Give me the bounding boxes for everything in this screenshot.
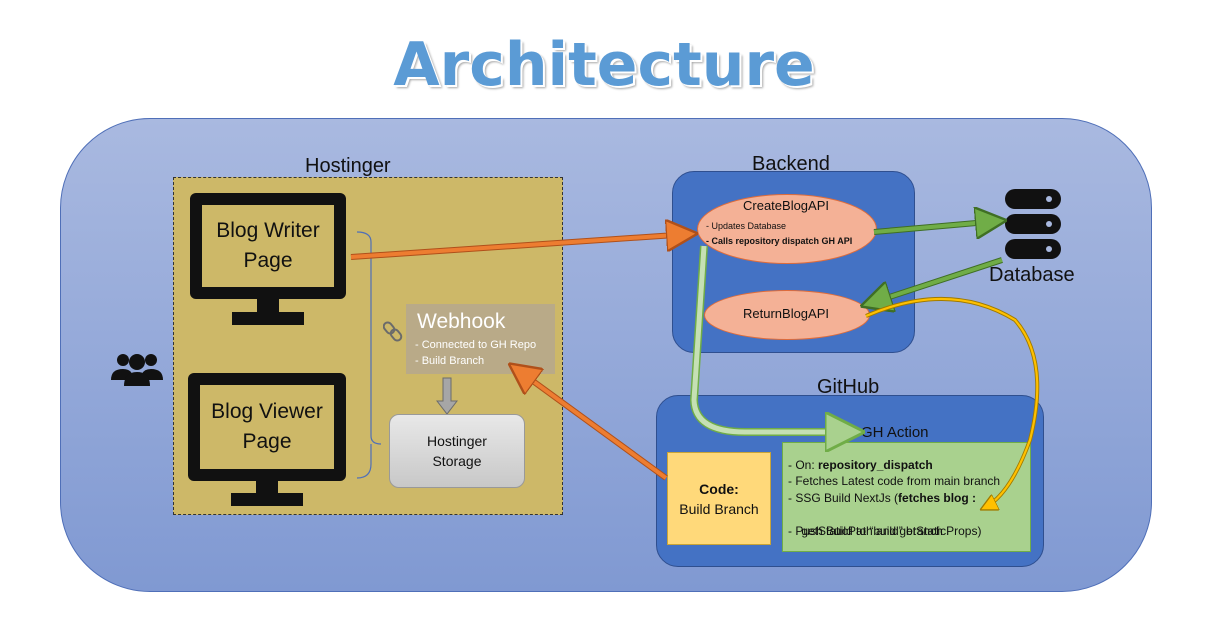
database-icon: [1005, 189, 1061, 259]
page-title: Architecture: [393, 30, 815, 100]
blog-writer-monitor: Blog Writer Page: [190, 193, 346, 299]
gh-step-text: - SSG Build NextJs (: [788, 491, 899, 505]
gh-step-text: - Fetches Latest code from main branch: [788, 474, 1001, 488]
create-api-item: - Calls repository dispatch GH API: [706, 236, 853, 246]
webhook-item: - Connected to GH Repo: [415, 339, 537, 351]
storage-label-line: Storage: [432, 453, 482, 469]
backend-label: Backend: [752, 153, 830, 175]
storage-label-line: Hostinger: [427, 433, 487, 449]
monitor-icon: [257, 299, 279, 313]
code-label: Code:: [699, 480, 739, 497]
gh-step-bold: fetches blog :: [898, 491, 977, 505]
blog-writer-page-label: Blog Writer Page: [202, 205, 334, 287]
create-blog-api: [697, 194, 877, 264]
link-icon: [383, 321, 403, 342]
gh-action-label: GH Action: [861, 424, 929, 441]
gh-step: - SSG Build NextJs (fetches blog :: [788, 490, 976, 506]
monitor-base: [231, 493, 303, 506]
return-blog-api-label: ReturnBlogAPI: [743, 306, 829, 321]
gh-step: - Push Build to “build” branch: [788, 523, 943, 539]
gh-step-text: - On:: [788, 458, 819, 472]
webhook-item: - Build Branch: [415, 355, 485, 367]
pages-bracket: [356, 231, 382, 479]
create-api-item: - Updates Database: [706, 221, 787, 231]
webhook-title: Webhook: [417, 310, 506, 333]
blog-viewer-monitor: Blog Viewer Page: [188, 373, 346, 481]
webhook-to-storage-arrow: [436, 377, 458, 415]
users-icon: [111, 354, 163, 386]
gh-step: - Fetches Latest code from main branch: [788, 473, 1000, 489]
blog-viewer-page-label: Blog Viewer Page: [200, 385, 334, 469]
hostinger-storage: Hostinger Storage: [389, 414, 525, 488]
database-label: Database: [989, 264, 1075, 286]
build-branch-label: Build Branch: [679, 500, 759, 517]
return-to-fetch-arrow: [865, 296, 1040, 510]
monitor-icon: [256, 481, 278, 496]
gh-step: getStaticPath and getStaticProps): [788, 507, 981, 539]
code-build-branch: Code: Build Branch: [667, 452, 771, 545]
gh-step-text: - Push Build to “build” branch: [788, 524, 943, 538]
monitor-base: [232, 312, 304, 325]
hostinger-label: Hostinger: [305, 155, 391, 177]
api-to-ghaction-arrow: [689, 245, 855, 436]
github-label: GitHub: [817, 376, 880, 398]
create-blog-api-title: CreateBlogAPI: [743, 198, 829, 213]
return-blog-api: [704, 290, 870, 340]
gh-step-bold: repository_dispatch: [818, 458, 933, 472]
gh-step: - On: repository_dispatch: [788, 457, 933, 473]
gh-step-text: getStaticPath and getStaticProps): [794, 524, 982, 538]
